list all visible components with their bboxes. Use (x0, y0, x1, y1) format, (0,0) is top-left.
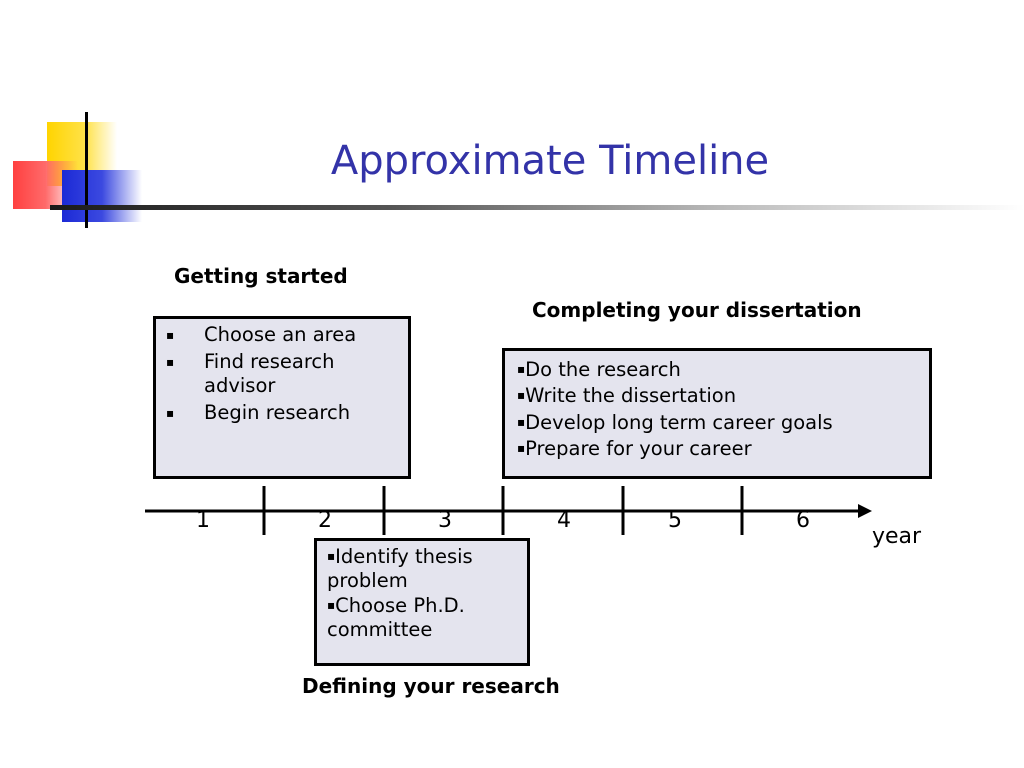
phase-label-completing: Completing your dissertation (532, 298, 862, 322)
decor-vertical-line (85, 112, 88, 228)
tick-label-1: 1 (196, 508, 210, 533)
tick-label-6: 6 (796, 508, 810, 533)
tick-label-4: 4 (557, 508, 571, 533)
list-item: Choose an area (164, 323, 400, 347)
list-item: Write the dissertation (517, 383, 917, 409)
phase-label-getting-started: Getting started (174, 264, 348, 288)
list-item: Do the research (517, 357, 917, 383)
tick-label-3: 3 (438, 508, 452, 533)
slide-title: Approximate Timeline (330, 138, 770, 184)
list-item: Prepare for your career (517, 436, 917, 462)
tick-label-2: 2 (318, 508, 332, 533)
title-underline (50, 205, 1024, 210)
phase-label-defining: Defining your research (302, 674, 560, 698)
tick-label-5: 5 (668, 508, 682, 533)
list-item: Find research advisor (164, 350, 400, 397)
phase-box-getting-started: Choose an area Find research advisor Beg… (153, 316, 411, 479)
list-item: Identify thesis problem (327, 545, 517, 594)
list-item: Choose Ph.D. committee (327, 594, 517, 643)
phase-box-defining: Identify thesis problem Choose Ph.D. com… (314, 538, 530, 666)
decor-blue-square (62, 170, 142, 222)
axis-unit-label: year (872, 524, 922, 549)
list-item: Develop long term career goals (517, 410, 917, 436)
list-item: Begin research (164, 401, 400, 425)
phase-box-completing: Do the research Write the dissertation D… (502, 348, 932, 479)
axis-arrowhead (858, 504, 872, 518)
